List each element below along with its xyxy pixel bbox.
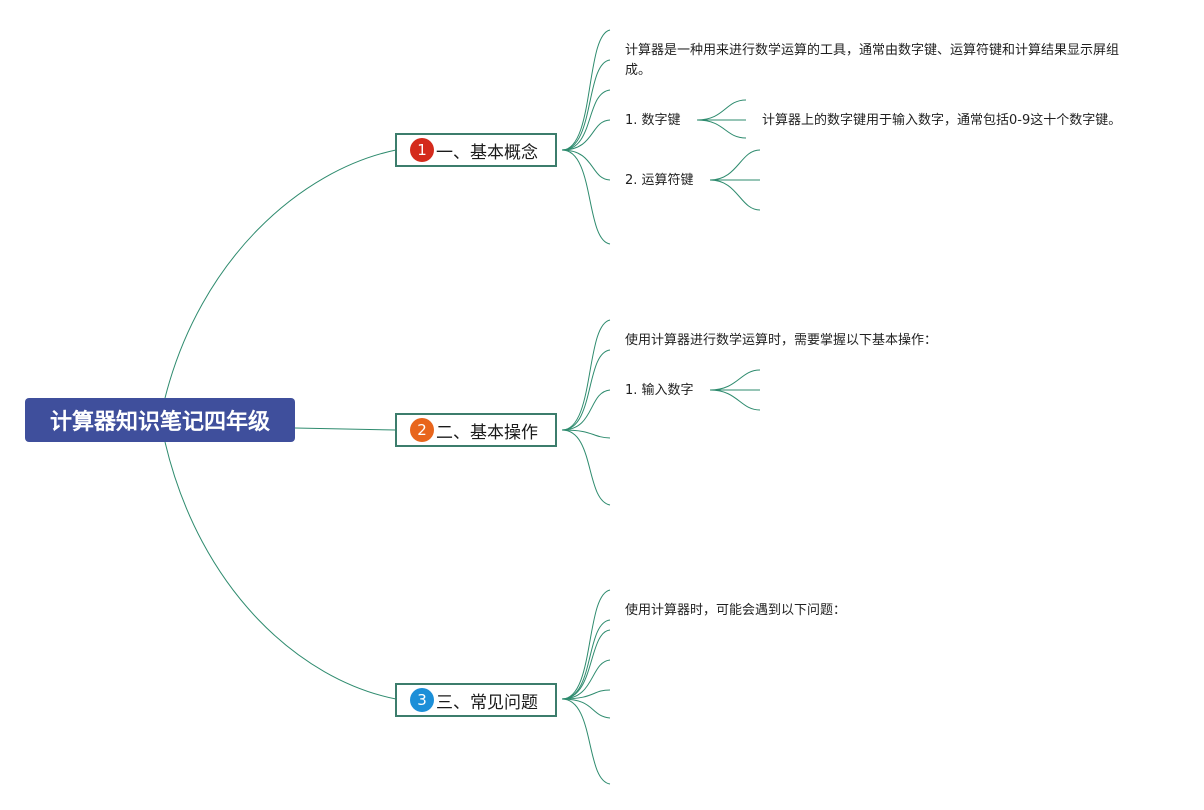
branch-3-child-line bbox=[561, 698, 611, 719]
basic-operations-intro: 使用计算器进行数学运算时，需要掌握以下基本操作： bbox=[625, 333, 938, 348]
operator-key-child-line bbox=[709, 149, 761, 181]
branch-1-child-line bbox=[561, 149, 611, 181]
branch-3-child-line bbox=[561, 629, 611, 700]
branch-3-child-line bbox=[561, 698, 611, 785]
digit-key-child-line bbox=[696, 99, 747, 121]
branch-3-child-line bbox=[561, 589, 611, 700]
digit-key-detail: 计算器上的数字键用于输入数字，通常包括0-9这十个数字键。 bbox=[762, 113, 1122, 128]
number-badge-3: 3 bbox=[410, 688, 434, 712]
branch-common-issues[interactable]: 3 三、常见问题 bbox=[395, 683, 557, 717]
branch-title: 二、基本操作 bbox=[436, 422, 538, 443]
input-number-child-line bbox=[709, 369, 761, 391]
digit-key-label: 1. 数字键 bbox=[625, 113, 681, 128]
branch-2-child-line bbox=[561, 429, 611, 439]
branch-1-child-line bbox=[561, 29, 611, 151]
root-to-branch-1-line bbox=[164, 149, 397, 399]
root-title: 计算器知识笔记四年级 bbox=[49, 410, 270, 435]
branch-3-child-line bbox=[561, 689, 611, 700]
branch-2-child-line bbox=[561, 319, 611, 431]
operator-key-child-line bbox=[709, 179, 761, 211]
input-number-label: 1. 输入数字 bbox=[625, 383, 694, 398]
branch-1-child-line bbox=[561, 59, 611, 151]
branch-1-child-line bbox=[561, 119, 611, 151]
branch-2-child-line bbox=[561, 389, 611, 431]
branch-3-child-line bbox=[561, 659, 611, 700]
branch-2-child-line bbox=[561, 429, 611, 506]
number-badge-2: 2 bbox=[410, 418, 434, 442]
basic-concepts-intro: 计算器是一种用来进行数学运算的工具，通常由数字键、运算符键和计算结果显示屏组成。 bbox=[625, 43, 1120, 78]
branch-title: 一、基本概念 bbox=[436, 142, 538, 163]
branch-1-child-line bbox=[561, 149, 611, 245]
number-badge-1: 1 bbox=[410, 138, 434, 162]
branch-basic-concepts[interactable]: 1 一、基本概念 bbox=[395, 133, 557, 167]
root-node[interactable]: 计算器知识笔记四年级 bbox=[25, 398, 295, 442]
branch-3-child-line bbox=[561, 619, 611, 700]
branch-basic-operations[interactable]: 2 二、基本操作 bbox=[395, 413, 557, 447]
root-to-branch-2-line bbox=[294, 427, 397, 431]
root-to-branch-3-line bbox=[164, 441, 397, 700]
common-issues-intro: 使用计算器时，可能会遇到以下问题： bbox=[625, 603, 847, 618]
operator-key-label: 2. 运算符键 bbox=[625, 173, 694, 188]
digit-key-child-line bbox=[696, 119, 747, 139]
branch-title: 三、常见问题 bbox=[436, 692, 538, 713]
input-number-child-line bbox=[709, 389, 761, 411]
branch-1-child-line bbox=[561, 89, 611, 151]
branch-2-child-line bbox=[561, 349, 611, 431]
